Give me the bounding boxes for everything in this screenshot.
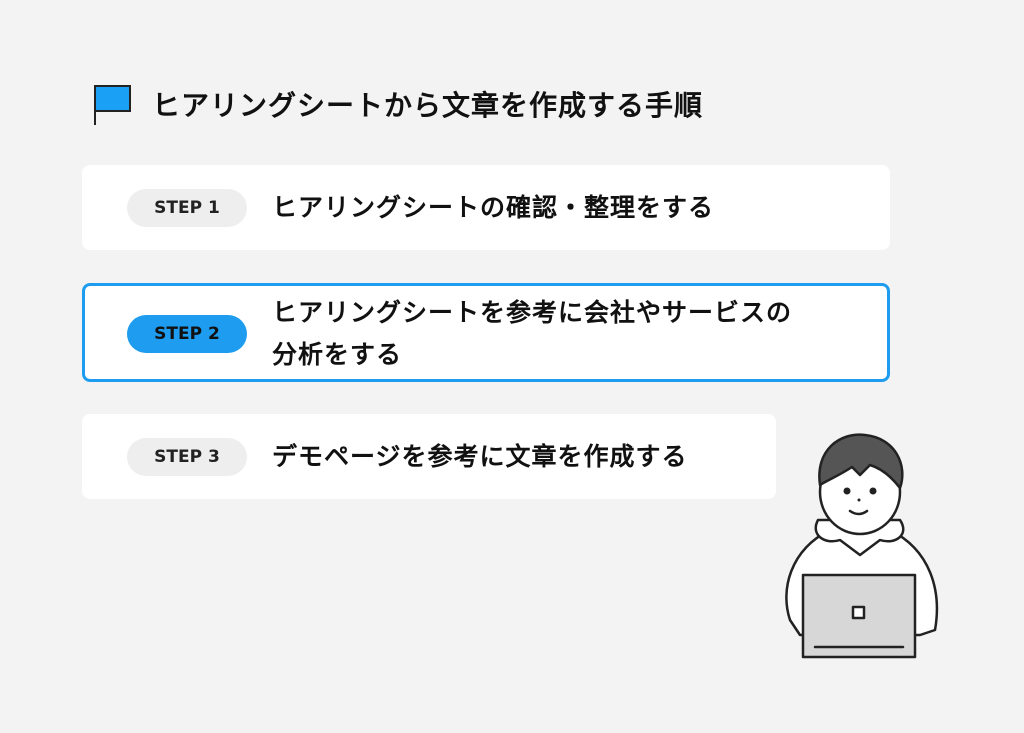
- person-with-laptop-illustration: [785, 433, 939, 659]
- step-text: デモページを参考に文章を作成する: [272, 442, 688, 471]
- step-badge: STEP 3: [127, 438, 247, 476]
- flag-icon: [94, 85, 131, 125]
- step-text: ヒアリングシートの確認・整理をする: [272, 193, 715, 222]
- step-badge: STEP 1: [127, 189, 247, 227]
- step-card-2: STEP 2 ヒアリングシートを参考に会社やサービスの 分析をする: [82, 283, 890, 382]
- page-title: ヒアリングシートから文章を作成する手順: [152, 89, 704, 122]
- step-text-line2: 分析をする: [272, 340, 403, 369]
- step-card-3: STEP 3 デモページを参考に文章を作成する: [82, 414, 776, 499]
- step-badge: STEP 2: [127, 315, 247, 353]
- step-text-line1: ヒアリングシートを参考に会社やサービスの: [272, 298, 793, 327]
- step-card-1: STEP 1 ヒアリングシートの確認・整理をする: [82, 165, 890, 250]
